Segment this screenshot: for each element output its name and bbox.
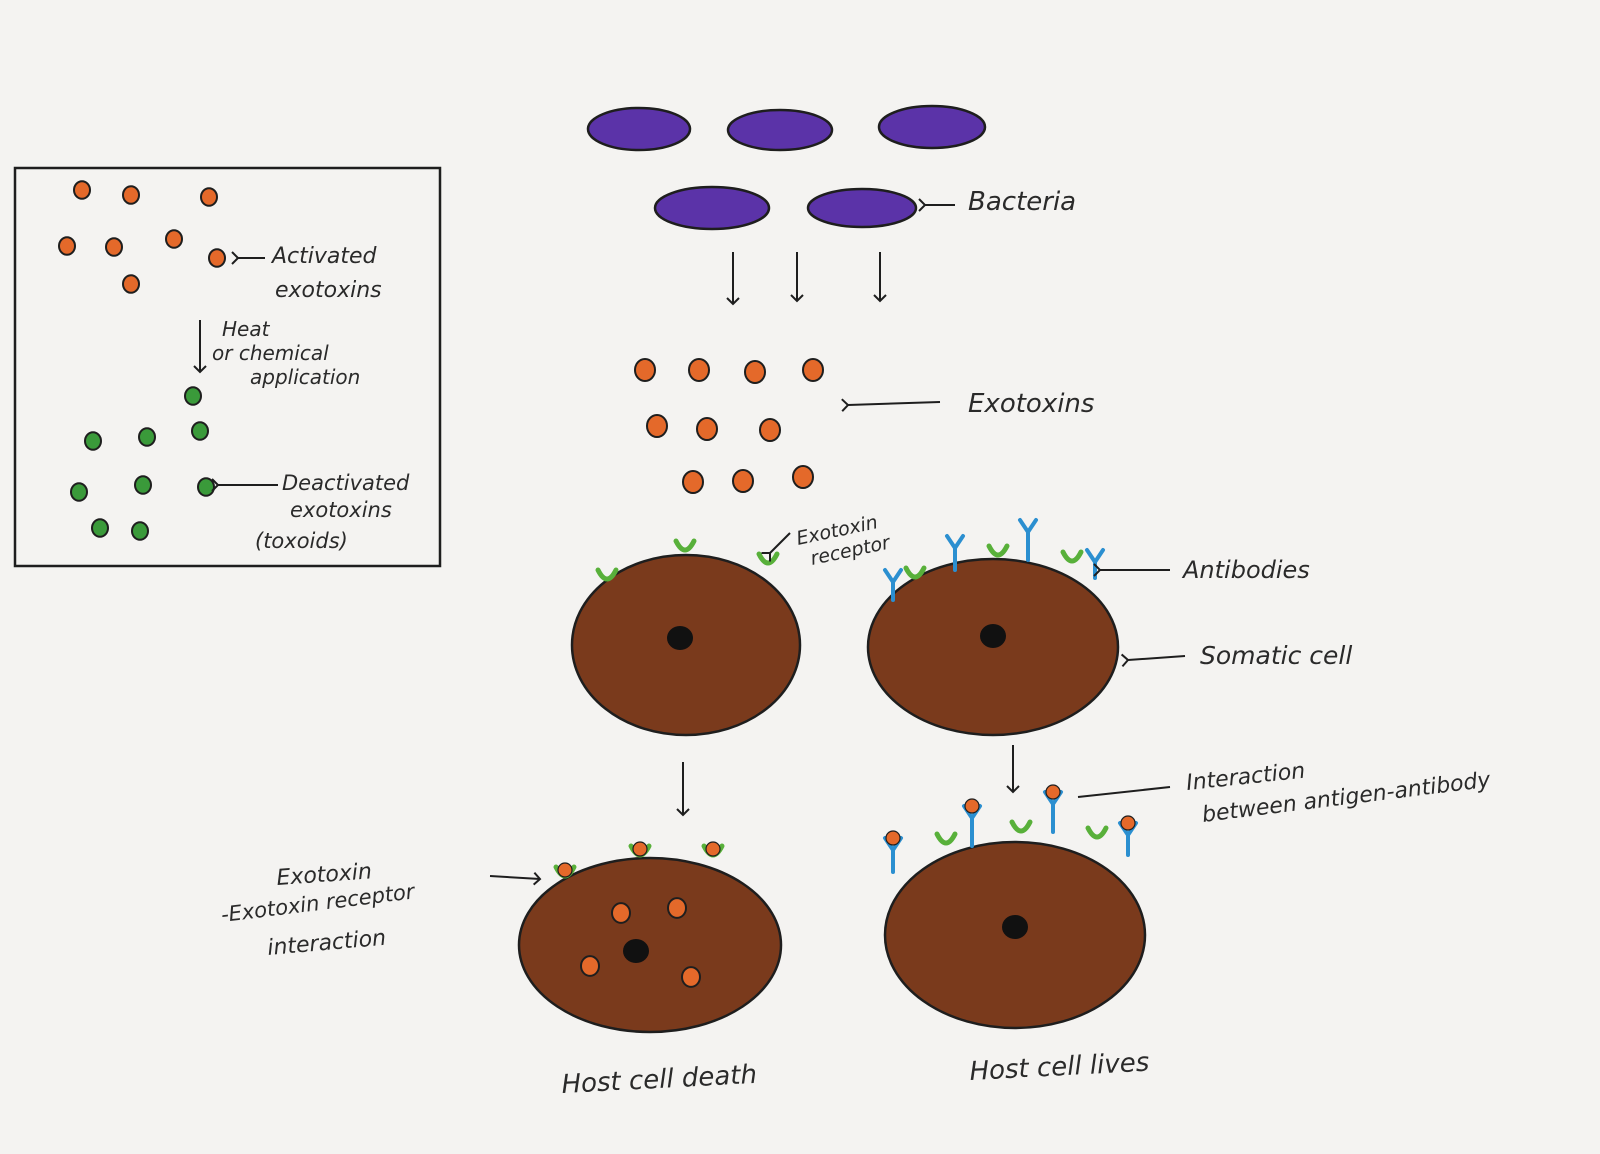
exotoxins-label: Exotoxins — [968, 389, 1094, 419]
deactivated-exotoxins-group — [70, 386, 215, 541]
bound-exotoxin-dot — [557, 862, 573, 878]
exotoxin-receptor-icon — [756, 551, 780, 566]
somatic-cell-arrow — [1120, 653, 1186, 668]
bacterium — [726, 108, 834, 152]
release-arrows — [726, 252, 887, 306]
antibody-icon — [945, 534, 965, 572]
exotoxin-receptor-icon — [595, 567, 619, 582]
bacteria-label: Bacteria — [968, 187, 1076, 217]
antibody-icon — [1018, 518, 1038, 562]
toxoid-dot — [197, 477, 215, 497]
activated-exotoxin-dot — [200, 187, 218, 207]
bacterium — [653, 185, 771, 231]
inset-border — [13, 166, 442, 568]
nucleus — [667, 626, 693, 650]
exotoxins-arrow — [841, 398, 941, 412]
nucleus — [1002, 915, 1028, 939]
activated-exotoxin-dot — [208, 248, 226, 268]
activated-exotoxins-group — [58, 180, 226, 294]
exotoxin-receptor-icon — [986, 543, 1010, 558]
exotoxin-dot — [634, 358, 656, 382]
toxin-receptor-interaction-label-line3: interaction — [266, 926, 387, 961]
host-cell-surviving — [883, 784, 1147, 1030]
bound-exotoxin-dot — [1045, 784, 1061, 800]
antibody-icon — [1085, 548, 1105, 580]
toxoid-dot — [131, 521, 149, 541]
exotoxin-receptor-icon — [1009, 819, 1033, 834]
somatic-cell-label: Somatic cell — [1200, 641, 1352, 670]
internalized-exotoxin-dot — [611, 902, 631, 924]
toxoid-dot — [91, 518, 109, 538]
deactivated-label-line2: exotoxins — [290, 498, 392, 522]
bacteria-group — [586, 104, 987, 231]
antibodies-label: Antibodies — [1181, 556, 1310, 584]
antibody-icon — [883, 568, 903, 602]
toxoid-dot — [138, 427, 156, 447]
bound-exotoxin-dot — [632, 841, 648, 857]
exotoxin-receptor-icon — [903, 565, 927, 580]
host-cell-dying — [517, 841, 783, 1034]
host-cell-lives-label: Host cell lives — [969, 1048, 1150, 1087]
exotoxin-receptor-icon — [934, 831, 958, 846]
toxoid-dot — [191, 421, 209, 441]
internalized-exotoxin-dot — [580, 955, 600, 977]
toxoid-dot — [134, 475, 152, 495]
interaction-label: Interaction — [1185, 759, 1306, 796]
somatic-cell-protected — [866, 518, 1120, 737]
activated-exotoxin-dot — [122, 185, 140, 205]
exotoxins-group — [634, 358, 824, 494]
toxoid-dot — [70, 482, 88, 502]
exotoxin-receptor-icon — [673, 538, 697, 553]
toxin-receptor-arrow — [489, 871, 542, 886]
activated-exotoxin-dot — [73, 180, 91, 200]
nucleus — [980, 624, 1006, 648]
somatic-cell-unprotected — [570, 538, 802, 737]
activated-label-line2: exotoxins — [275, 278, 382, 303]
activated-exotoxin-dot — [58, 236, 76, 256]
bound-exotoxin-dot — [705, 841, 721, 857]
chemical-label: or chemical — [212, 341, 329, 365]
bacterium — [877, 104, 987, 150]
toxoid-dot — [184, 386, 202, 406]
toxoid-dot — [84, 431, 102, 451]
internalized-exotoxin-dot — [681, 966, 701, 988]
exotoxin-dot — [682, 470, 704, 494]
activated-label: Activated — [270, 244, 378, 269]
nucleus — [623, 939, 649, 963]
exotoxin-dot — [732, 469, 754, 493]
toxoids-label: (toxoids) — [255, 529, 348, 553]
cells-group — [517, 518, 1147, 1034]
host-cell-death-label: Host cell death — [561, 1060, 758, 1100]
bound-exotoxin-dot — [885, 830, 901, 846]
activated-exotoxin-dot — [122, 274, 140, 294]
exotoxin-dot — [646, 414, 668, 438]
exotoxin-dot — [744, 360, 766, 384]
internalized-exotoxin-dot — [667, 897, 687, 919]
activated-exotoxin-dot — [165, 229, 183, 249]
interaction-pointer-line — [1077, 786, 1171, 798]
deactivated-label: Deactivated — [282, 471, 410, 495]
exotoxin-dot — [696, 417, 718, 441]
heat-label: Heat — [222, 317, 271, 341]
bacterium — [806, 187, 918, 229]
toxoid-inset-panel: Activated exotoxins Heat or chemical app… — [13, 166, 442, 568]
activated-exotoxin-dot — [105, 237, 123, 257]
exotoxin-receptor-icon — [1085, 825, 1109, 840]
bound-exotoxin-dot — [1120, 815, 1136, 831]
exotoxin-dot — [792, 465, 814, 489]
exotoxin-dot — [802, 358, 824, 382]
bound-exotoxin-dot — [964, 798, 980, 814]
cell-body — [517, 856, 783, 1034]
exotoxin-receptor-icon — [1060, 549, 1084, 564]
bacterium — [586, 106, 692, 152]
application-label: application — [250, 365, 360, 389]
exotoxin-dot — [688, 358, 710, 382]
receptor-arrow — [761, 532, 791, 562]
exotoxin-dot — [759, 418, 781, 442]
